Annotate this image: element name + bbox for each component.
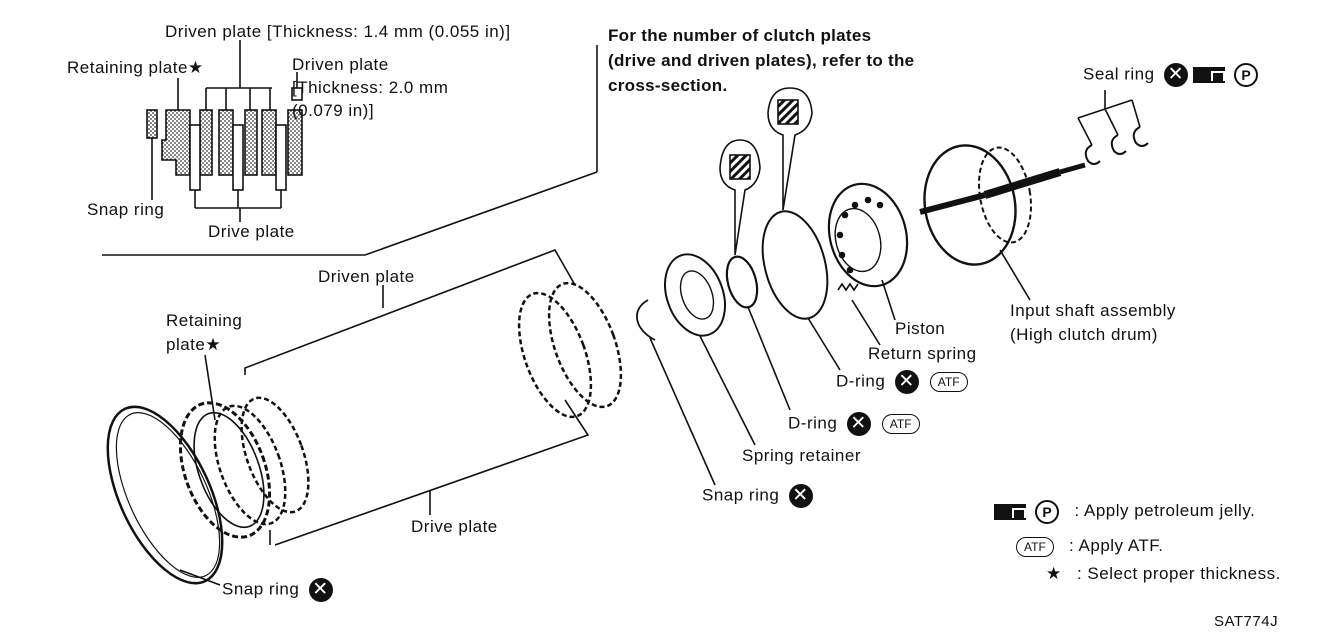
petroleum-p-icon: P [1035,500,1060,524]
replace-icon: ✕ [1163,63,1188,87]
seal-ring-3 [1132,126,1149,147]
label-seal-ring: Seal ring ✕ P [1083,63,1259,87]
spring-retainer-ring [664,253,726,337]
label-snap-ring-inset: Snap ring [87,200,165,219]
petroleum-p-icon: P [1234,63,1259,87]
inset-driven-plate-a [199,109,213,176]
label-piston: Piston [895,319,946,338]
note-clutch-plate-count: For the number of clutch plates (drive a… [608,26,915,95]
retaining-plate-main [178,401,272,539]
inset-driven-plate-c [244,109,258,176]
inset-drive-plate-b [232,124,244,191]
input-shaft [983,168,1062,199]
petroleum-jelly-icon [1193,67,1226,83]
legend-star: ★ : Select proper thickness. [1046,564,1281,583]
label-retaining-plate-main: Retaining plate★ [166,311,243,354]
clutch-pack-group [106,87,1149,586]
atf-icon: ATF [1016,536,1054,557]
label-spring-retainer: Spring retainer [742,446,862,465]
label-snap-ring-bottom: Snap ring ✕ [222,578,333,602]
petroleum-jelly-icon [994,504,1026,520]
piston-body [827,182,909,288]
replace-icon: ✕ [308,578,333,602]
label-retaining-plate-inset: Retaining plate★ [67,58,204,77]
inset-driven-plate-thick [287,109,303,176]
inset-snap-ring [146,109,158,139]
atf-icon: ATF [929,372,968,392]
replace-icon: ✕ [846,412,871,436]
d-ring-large [761,210,829,320]
inset-driven-plate-b [218,109,234,176]
inset-border-diagonal [364,171,598,256]
replace-icon: ✕ [894,370,919,394]
inset-drive-plate-c [275,124,287,191]
label-driven-plate-thick: Driven plate [Thickness: 2.0 mm (0.079 i… [292,55,449,120]
star-icon: ★ [1046,564,1062,583]
label-driven-plate-thin: Driven plate [Thickness: 1.4 mm (0.055 i… [165,22,511,41]
return-spring [837,282,859,292]
inset-driven-plate-d [261,109,277,176]
replace-icon: ✕ [788,484,813,508]
seal-ring-2 [1110,134,1127,155]
seal-ring-1 [1084,144,1101,165]
bracket-driven-main [244,249,576,375]
label-drive-plate-inset: Drive plate [208,222,295,241]
legend-atf: ATF : Apply ATF. [1016,536,1164,557]
d-ring-small [725,255,759,309]
legend-petroleum-jelly: P : Apply petroleum jelly. [994,500,1255,524]
label-return-spring: Return spring [868,344,977,363]
label-d-ring-1: D-ring ✕ ATF [836,370,968,394]
snap-ring-front [106,405,224,585]
drive-plate-stack-front [213,404,287,526]
label-driven-plate-main: Driven plate [318,267,415,286]
label-d-ring-2: D-ring ✕ ATF [788,412,920,436]
label-input-shaft-assembly: Input shaft assembly (High clutch drum) [1010,301,1176,344]
inset-retaining-plate [161,109,191,176]
driven-plate-stack-rear [517,291,593,419]
atf-icon: ATF [881,414,920,434]
inset-drive-plate-a [189,124,201,191]
label-snap-ring-mid: Snap ring ✕ [702,484,813,508]
bracket-drive-main [274,399,590,546]
figure-id: SAT774J [1214,613,1279,630]
snap-ring-mid [636,299,656,341]
cross-section-inset [102,40,598,256]
label-drive-plate-main: Drive plate [411,517,498,536]
input-shaft-drum [923,144,1017,266]
